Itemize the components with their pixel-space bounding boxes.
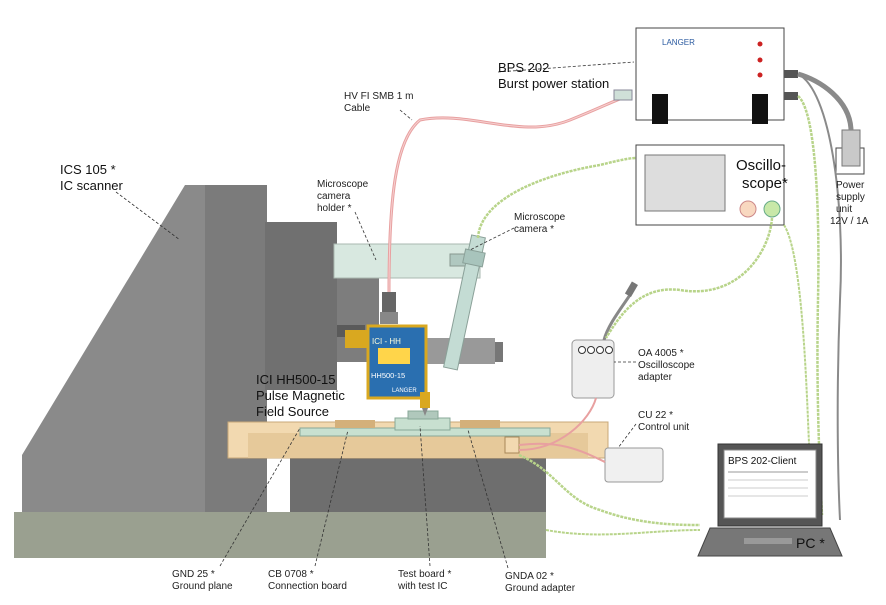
- ground-plane: [14, 512, 546, 558]
- bps-brand: LANGER: [662, 38, 695, 47]
- oa-label-2: Oscilloscope: [638, 360, 695, 371]
- gnd-label-1: GND 25 *: [172, 569, 215, 580]
- pc-label: PC *: [796, 535, 825, 551]
- camera-cable: [476, 156, 637, 239]
- oscilloscope-adapter: [571, 339, 615, 399]
- oscilloscope-label-1: Oscillo-: [736, 157, 786, 174]
- cb-label-2: Connection board: [268, 581, 347, 592]
- cb-label-1: CB 0708 *: [268, 569, 314, 580]
- mc-label-1: Microscope: [514, 212, 566, 223]
- oa-label-3: adapter: [638, 372, 673, 383]
- power-supply-unit: [797, 71, 865, 175]
- tb-label-2: with test IC: [397, 581, 447, 592]
- probe-top-label: ICI - HH: [372, 337, 401, 346]
- mch-label-2: camera: [317, 191, 351, 202]
- psu-label-3: unit: [836, 204, 852, 215]
- probe-logo: [378, 348, 410, 364]
- gnd-label-2: Ground plane: [172, 581, 233, 592]
- microscope-camera-holder: [333, 243, 481, 279]
- psu-label-1: Power: [836, 180, 865, 191]
- hv-label-1: HV FI SMB 1 m: [344, 91, 413, 102]
- psu-label-4: 12V / 1A: [830, 216, 869, 227]
- ics-label-1: ICS 105 *: [60, 162, 116, 177]
- client-window-title: BPS 202-Client: [728, 456, 797, 467]
- field-source-probe: ICI - HH HH500-15 LANGER: [345, 292, 430, 416]
- gnda-label-1: GNDA 02 *: [505, 571, 554, 582]
- gnda-label-2: Ground adapter: [505, 583, 576, 594]
- mch-label-1: Microscope: [317, 179, 369, 190]
- ici-label-1: ICI HH500-15: [256, 372, 335, 387]
- tb-label-1: Test board *: [398, 569, 451, 580]
- control-unit: [604, 447, 664, 483]
- hv-label-2: Cable: [344, 103, 371, 114]
- cu-label-2: Control unit: [638, 422, 689, 433]
- bps-label-1: BPS 202: [498, 60, 549, 75]
- bps-202-unit: LANGER: [635, 27, 798, 124]
- board-stack: [227, 410, 609, 459]
- oscilloscope: Oscillo- scope*: [635, 144, 788, 226]
- ici-label-2: Pulse Magnetic: [256, 388, 345, 403]
- hv-connector: [613, 89, 633, 101]
- oscilloscope-label-2: scope*: [742, 175, 788, 192]
- psu-label-2: supply: [836, 192, 865, 203]
- scanner-base-block: [290, 458, 546, 512]
- ici-label-3: Field Source: [256, 404, 329, 419]
- oa-label-1: OA 4005 *: [638, 348, 684, 359]
- cu-label-1: CU 22 *: [638, 410, 673, 421]
- pc-laptop: BPS 202-Client: [697, 443, 843, 557]
- bps-label-2: Burst power station: [498, 76, 609, 91]
- probe-mid-label: HH500-15: [371, 371, 405, 380]
- mch-label-3: holder *: [317, 203, 352, 214]
- oscilloscope-probe: [602, 291, 634, 341]
- board-cables: [518, 442, 606, 463]
- mc-label-2: camera *: [514, 224, 554, 235]
- ics-label-2: IC scanner: [60, 178, 124, 193]
- probe-brand-label: LANGER: [392, 388, 417, 394]
